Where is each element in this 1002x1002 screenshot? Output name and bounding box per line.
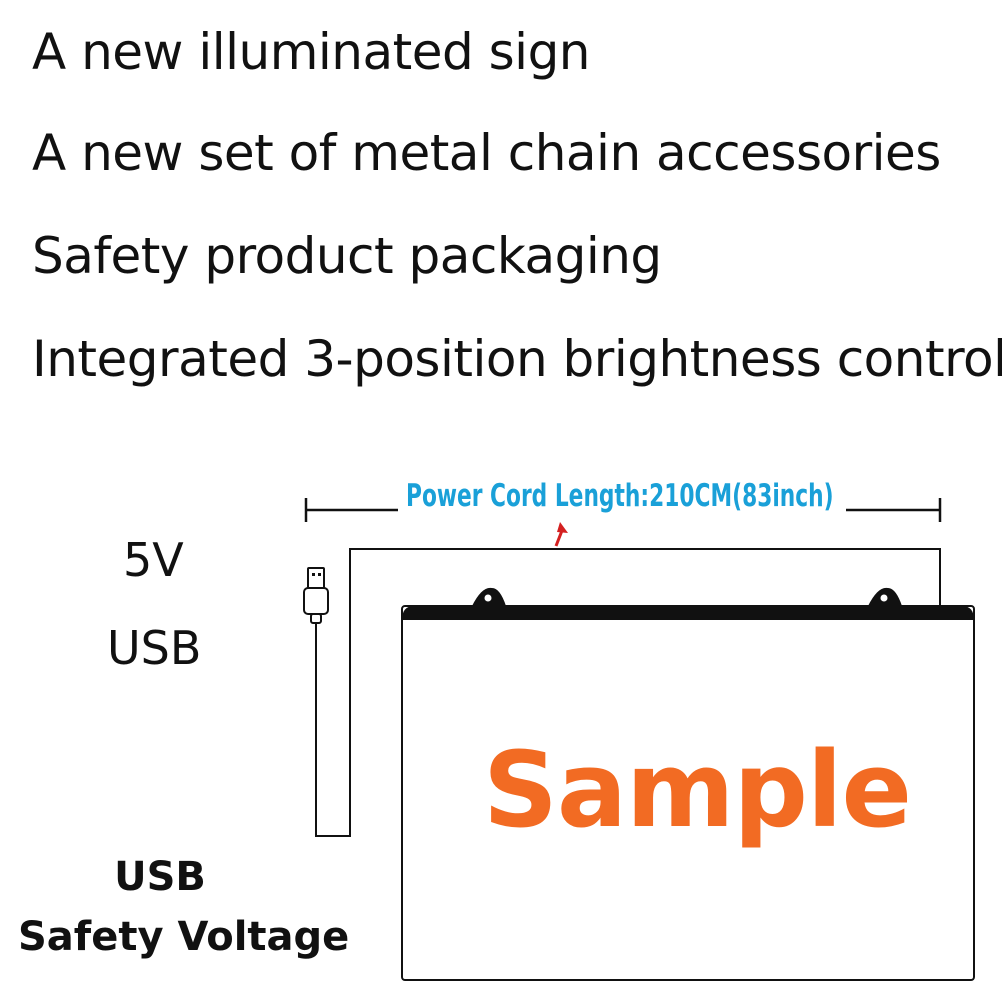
feature-packaging: Safety product packaging [32,227,662,285]
power-cord [315,548,941,837]
sign-sample-text: Sample [483,729,912,851]
feature-brightness-control: Integrated 3-position brightness control [32,330,1002,388]
cord-length-label: Power Cord Length:210CM(83inch) [406,478,834,514]
usb-plug-icon [303,567,329,624]
feature-illuminated-sign: A new illuminated sign [32,23,591,81]
dimension-line [304,498,942,522]
connector-label: USB [107,621,202,675]
sign-panel [401,587,975,981]
feature-metal-chain: A new set of metal chain accessories [32,124,941,182]
safety-voltage-label: Safety Voltage [18,914,350,960]
sign-top-bar [402,606,974,620]
usb-safety-title: USB [114,854,206,900]
voltage-label: 5V [123,533,184,587]
arrow-up-icon [554,522,568,547]
